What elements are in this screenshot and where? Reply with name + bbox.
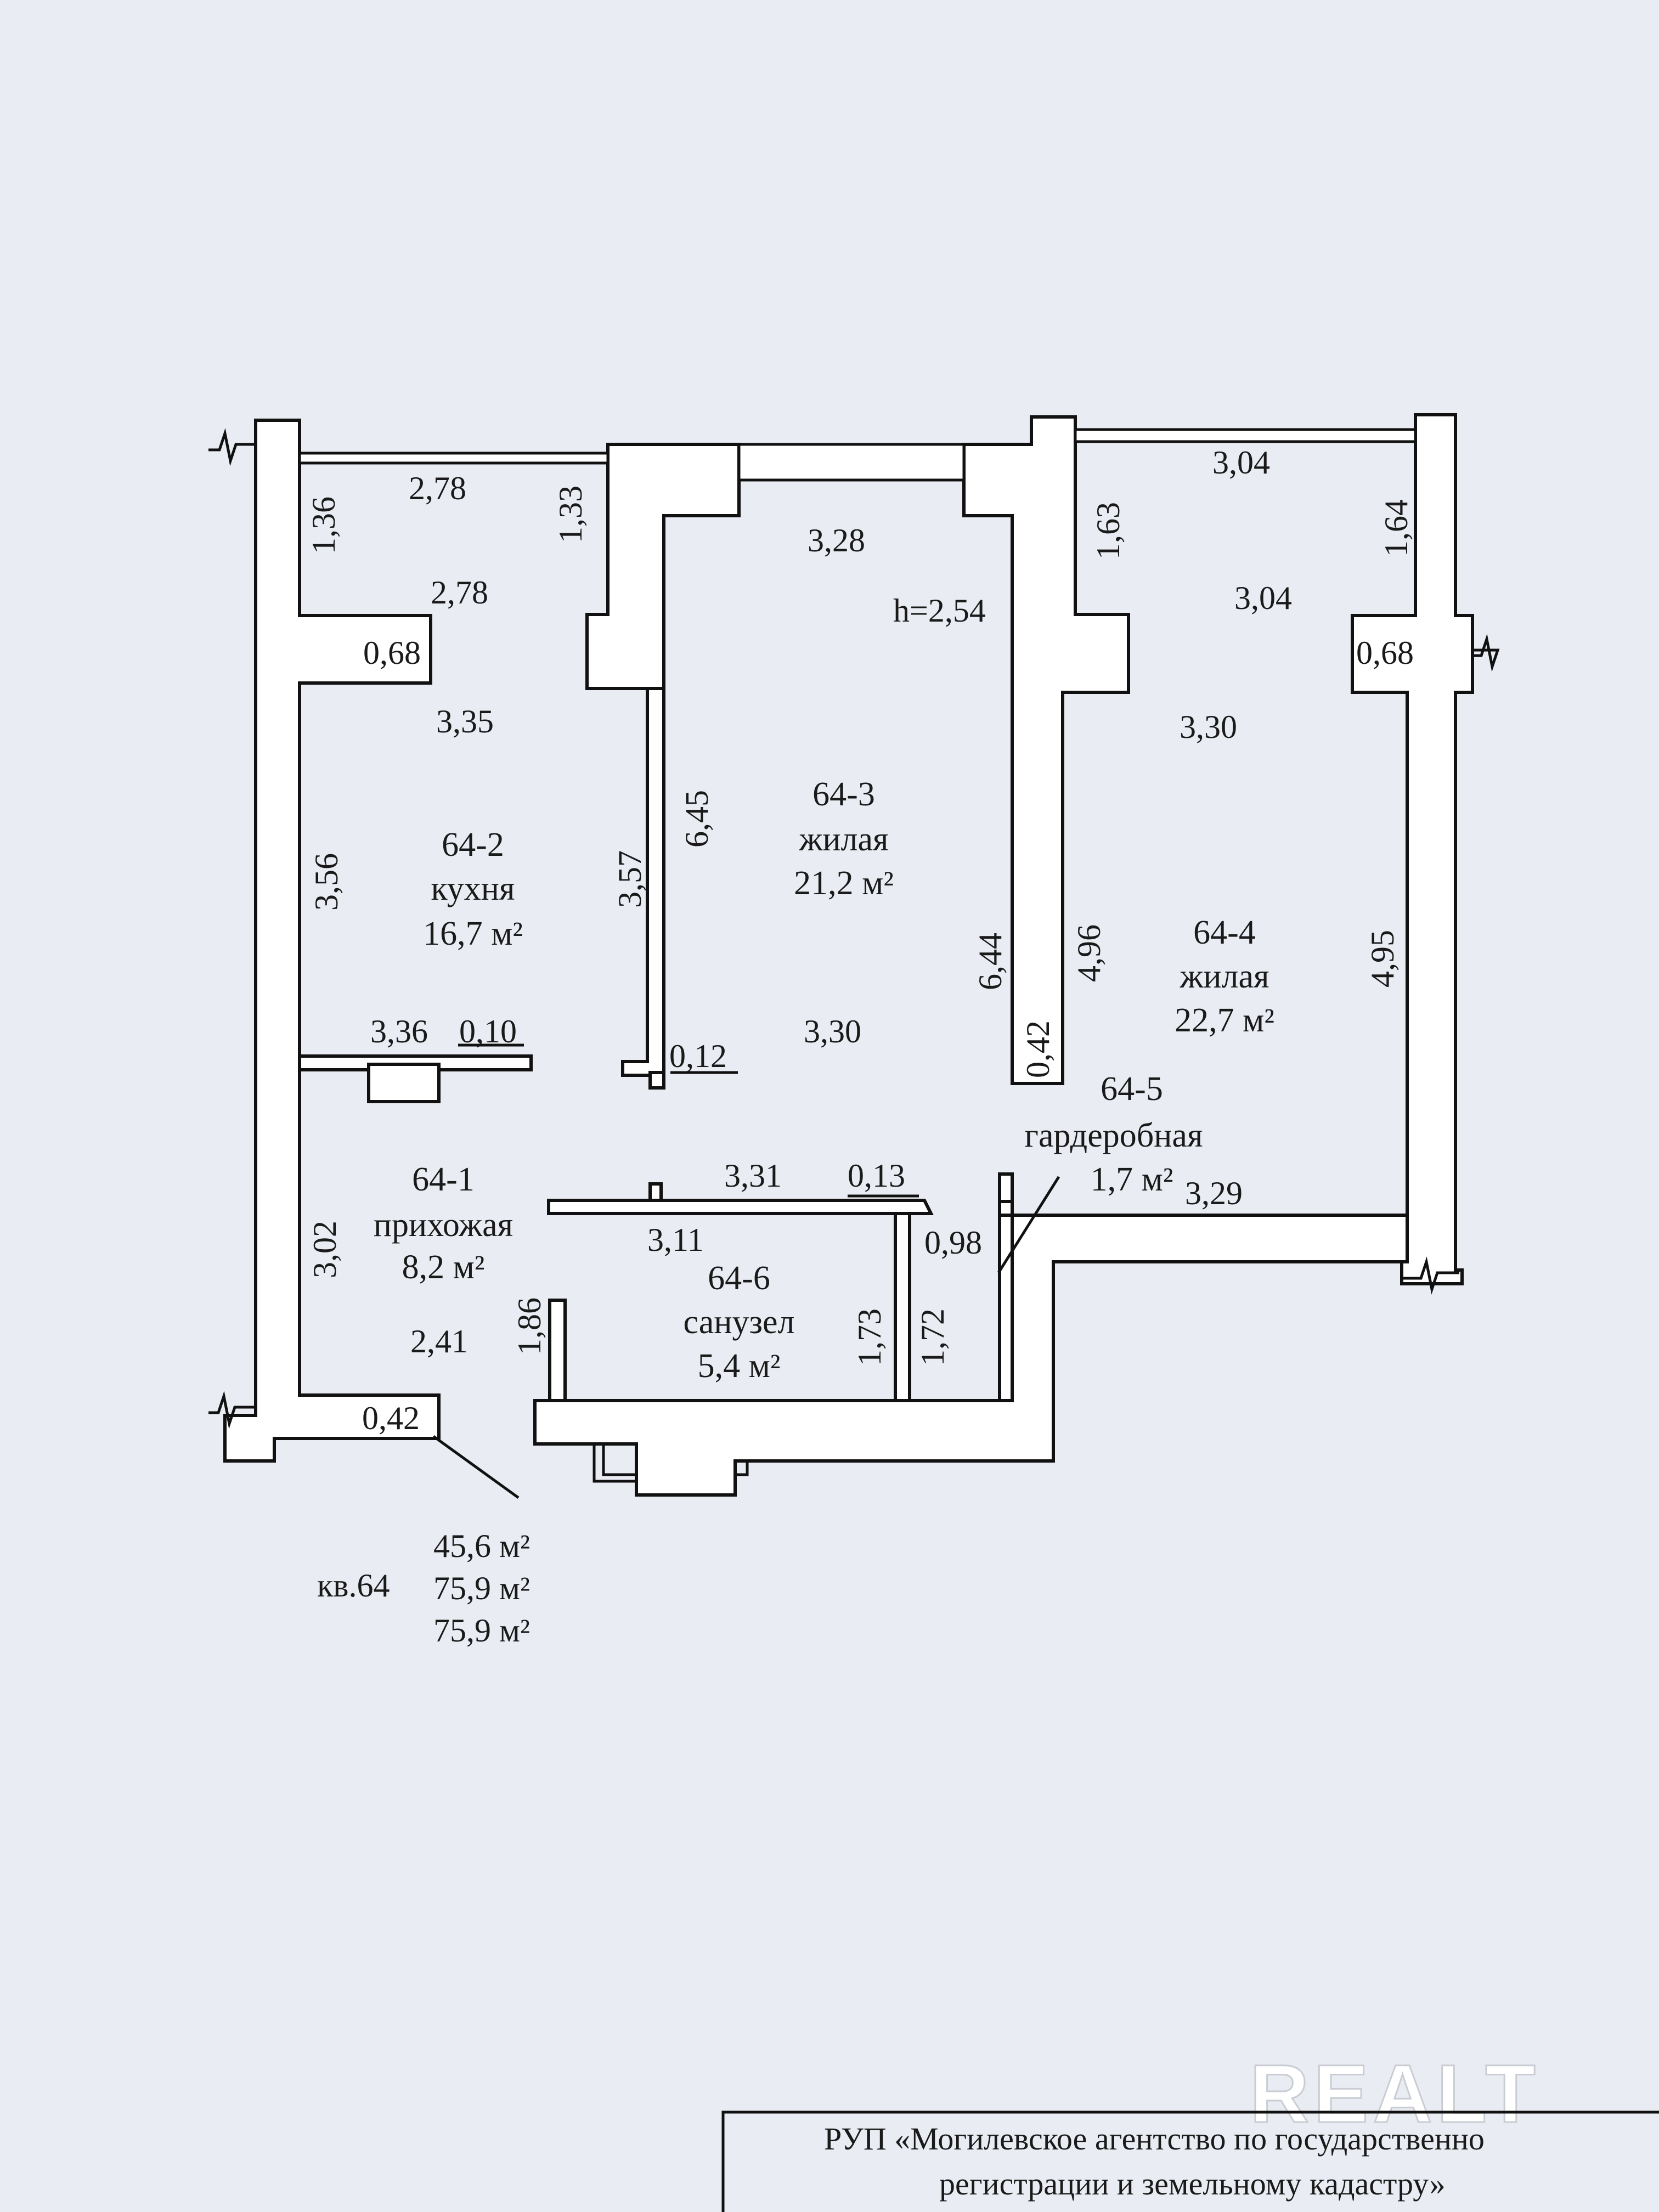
bath-top-wall bbox=[547, 1199, 934, 1215]
dim-living4-right-top: 1,64 bbox=[1378, 499, 1414, 557]
dim-hall-corner: 0,42 bbox=[362, 1400, 420, 1436]
dim-living4-left-top: 1,63 bbox=[1090, 502, 1126, 560]
leader-line-area bbox=[432, 1435, 520, 1499]
dim-bath-width: 3,11 bbox=[647, 1222, 704, 1258]
room-hallway-name: прихожая bbox=[374, 1206, 513, 1244]
room-wardrobe-name: гардеробная bbox=[1025, 1117, 1203, 1154]
dim-living4-right: 4,95 bbox=[1364, 930, 1401, 988]
dim-kitchen-mid-width: 2,78 bbox=[431, 574, 488, 611]
bath-top-stub bbox=[648, 1182, 663, 1202]
leader-line-wardrobe bbox=[997, 1176, 1060, 1274]
room-bathroom: 64-6 санузел 5,4 м² bbox=[684, 1260, 795, 1385]
dim-living4-niche: 0,68 bbox=[1356, 635, 1414, 671]
realt-watermark: REALT bbox=[1249, 2047, 1540, 2141]
room-wardrobe: 64-5 гардеробная 1,7 м² bbox=[1025, 1070, 1203, 1198]
dimension-labels: 2,78 1,36 1,33 2,78 0,68 3,35 3,56 3,57 … bbox=[306, 444, 1414, 1436]
dim-hall-left: 3,02 bbox=[307, 1221, 343, 1278]
dim-bath-wall: 0,13 bbox=[848, 1158, 905, 1194]
room-bathroom-id: 64-6 bbox=[708, 1260, 770, 1297]
break-symbol-bottom-left bbox=[208, 1391, 256, 1429]
dim-wardrobe-width: 0,98 bbox=[924, 1224, 982, 1261]
break-symbol-top-left bbox=[208, 428, 256, 466]
windows bbox=[298, 428, 1417, 1483]
room-living3-name: жилая bbox=[799, 821, 889, 858]
dim-living3-top: 3,28 bbox=[808, 522, 865, 558]
room-bathroom-area: 5,4 м² bbox=[698, 1347, 781, 1385]
room-living-4: 64-4 жилая 22,7 м² bbox=[1175, 914, 1274, 1039]
right-exterior-wall bbox=[1351, 413, 1474, 1285]
kitchen-window bbox=[298, 452, 610, 465]
bath-right-wall bbox=[894, 1212, 911, 1402]
apartment-area-2: 75,9 м² bbox=[433, 1570, 530, 1606]
apartment-totals: 45,6 м² кв.64 75,9 м² 75,9 м² bbox=[317, 1528, 530, 1649]
room-labels: 64-2 кухня 16,7 м² 64-3 жилая 21,2 м² 64… bbox=[374, 776, 1274, 1385]
dim-kitchen-left: 3,56 bbox=[308, 853, 345, 911]
dim-kitchen-width: 3,35 bbox=[436, 703, 494, 740]
dim-living4-width: 3,30 bbox=[1180, 709, 1237, 745]
dim-living4-left: 4,96 bbox=[1071, 924, 1107, 982]
dim-living3-left: 6,45 bbox=[679, 790, 715, 848]
break-symbol-right bbox=[1472, 634, 1500, 672]
room-living4-id: 64-4 bbox=[1193, 914, 1256, 951]
room-living3-area: 21,2 м² bbox=[794, 865, 894, 902]
room-living-3: 64-3 жилая 21,2 м² bbox=[794, 776, 894, 902]
room-wardrobe-area: 1,7 м² bbox=[1091, 1161, 1173, 1198]
dim-kitchen-window-top: 2,78 bbox=[409, 470, 466, 506]
room-bathroom-name: санузел bbox=[684, 1304, 795, 1341]
walls bbox=[223, 413, 1474, 1497]
dim-living4-bottom: 3,29 bbox=[1185, 1175, 1243, 1211]
wardrobe-stub bbox=[998, 1200, 1014, 1217]
dim-living4-top: 3,04 bbox=[1212, 444, 1270, 481]
room-hallway-id: 64-1 bbox=[412, 1161, 475, 1198]
dim-kitchen-right: 3,57 bbox=[612, 850, 648, 908]
break-symbol-bottom-right bbox=[1402, 1256, 1459, 1295]
living3-partition bbox=[621, 687, 665, 1077]
left-exterior-wall bbox=[223, 419, 441, 1463]
apartment-label: кв.64 bbox=[317, 1567, 390, 1604]
dim-living3-right: 6,44 bbox=[972, 933, 1008, 990]
stamp-border bbox=[721, 2111, 1659, 2212]
dim-hall-width: 2,41 bbox=[410, 1323, 468, 1359]
dim-kitchen-bottom: 3,36 bbox=[370, 1013, 428, 1049]
dim-kitchen-left-top: 1,36 bbox=[306, 496, 342, 554]
kitchen-stub-block bbox=[367, 1063, 441, 1103]
watermark-text: REALT bbox=[1250, 2047, 1540, 2140]
dim-living3-bottom: 3,30 bbox=[804, 1013, 861, 1049]
living3-window bbox=[737, 443, 966, 482]
room-living4-area: 22,7 м² bbox=[1175, 1002, 1274, 1039]
room-kitchen-name: кухня bbox=[431, 870, 515, 907]
living4-window bbox=[1074, 428, 1417, 443]
apartment-area-1: 45,6 м² bbox=[433, 1528, 530, 1564]
dim-living4-mid: 3,04 bbox=[1234, 580, 1292, 616]
dim-bath-left: 1,86 bbox=[511, 1297, 548, 1355]
room-living3-id: 64-3 bbox=[812, 776, 875, 813]
dim-partition: 0,42 bbox=[1020, 1020, 1056, 1078]
dim-wardrobe-side: 1,72 bbox=[915, 1308, 951, 1366]
pillar-living-living bbox=[962, 415, 1130, 1085]
break-symbols bbox=[208, 428, 1500, 1429]
room-kitchen: 64-2 кухня 16,7 м² bbox=[423, 826, 523, 952]
living3-partition-foot bbox=[648, 1071, 665, 1090]
room-kitchen-area: 16,7 м² bbox=[423, 915, 523, 952]
room-hallway-area: 8,2 м² bbox=[402, 1249, 485, 1286]
bottom-frame bbox=[592, 1444, 749, 1483]
height-label: h=2,54 bbox=[893, 592, 986, 629]
bath-left-wall bbox=[548, 1299, 567, 1402]
room-living4-name: жилая bbox=[1180, 958, 1269, 995]
dim-kitchen-niche: 0,68 bbox=[363, 635, 421, 671]
room-wardrobe-id: 64-5 bbox=[1101, 1070, 1163, 1108]
room-kitchen-id: 64-2 bbox=[442, 826, 504, 864]
stamp-line-1: РУП «Могилевское агентство по государств… bbox=[824, 2121, 1485, 2157]
dim-bath-top: 3,31 bbox=[724, 1158, 782, 1194]
pillar-kitchen-living bbox=[585, 443, 741, 690]
apartment-area-3: 75,9 м² bbox=[433, 1612, 530, 1649]
room-hallway: 64-1 прихожая 8,2 м² bbox=[374, 1161, 513, 1286]
stamp-box: РУП «Могилевское агентство по государств… bbox=[721, 2111, 1659, 2212]
dim-living3-wall: 0,12 bbox=[669, 1038, 727, 1074]
dim-bath-right: 1,73 bbox=[851, 1308, 888, 1366]
dim-kitchen-right-top: 1,33 bbox=[552, 486, 589, 543]
dim-kitchen-wall: 0,10 bbox=[459, 1013, 517, 1049]
stamp-line-2: регистрации и земельному кадастру» bbox=[939, 2166, 1446, 2202]
